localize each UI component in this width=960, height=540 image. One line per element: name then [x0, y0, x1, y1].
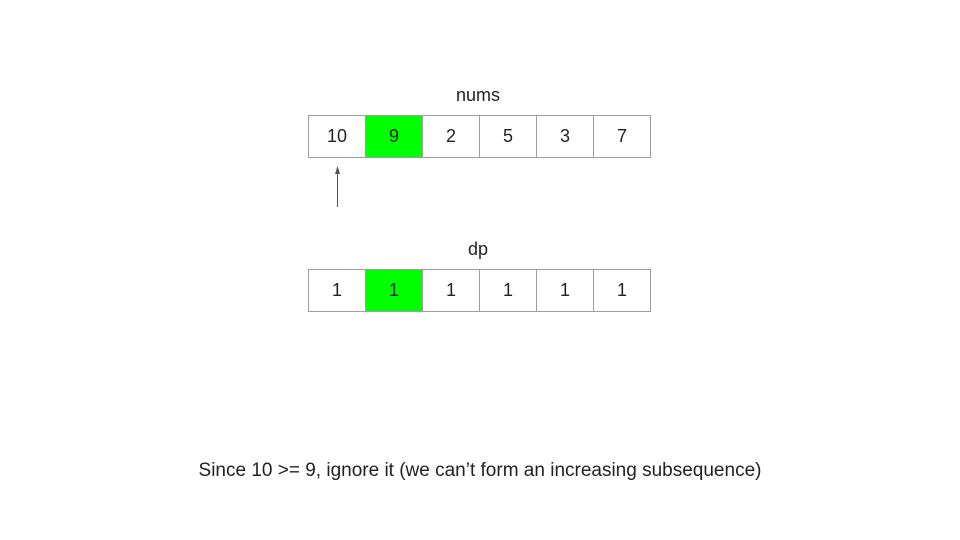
nums-cell: 7: [594, 116, 651, 158]
nums-cell: 10: [309, 116, 366, 158]
nums-label: nums: [455, 85, 500, 105]
dp-cell: 1: [594, 270, 651, 312]
nums-cell: 9: [366, 116, 423, 158]
dp-cell: 1: [537, 270, 594, 312]
nums-cell: 5: [480, 116, 537, 158]
dp-cell: 1: [366, 270, 423, 312]
dp-cell: 1: [423, 270, 480, 312]
dp-cell: 1: [309, 270, 366, 312]
nums-cell: 3: [537, 116, 594, 158]
caption: Since 10 >= 9, ignore it (we can’t form …: [198, 460, 762, 481]
dp-cell: 1: [480, 270, 537, 312]
nums-cell: 2: [423, 116, 480, 158]
dp-label: dp: [467, 239, 489, 259]
